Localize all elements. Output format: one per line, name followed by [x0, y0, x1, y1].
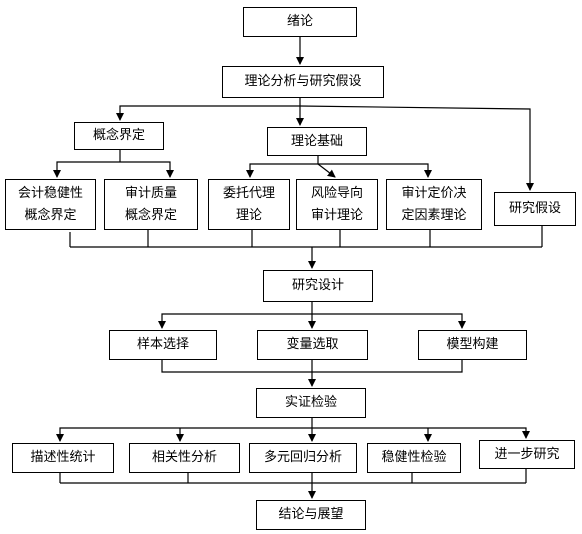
node-correlation-analysis: 相关性分析 [129, 443, 240, 473]
node-label-line1: 风险导向 [310, 185, 363, 201]
node-multiple-regression: 多元回归分析 [249, 443, 357, 473]
node-label: 研究设计 [291, 278, 344, 293]
node-label: 结论与展望 [278, 507, 344, 522]
node-research-design: 研究设计 [263, 270, 373, 302]
arrow-to-sample [158, 313, 312, 329]
arrow-to-agency [246, 163, 318, 178]
arrow-to-risk-oriented [317, 163, 336, 178]
node-label-line1: 会计稳健性 [17, 185, 83, 201]
arrow-to-descriptive [56, 427, 312, 442]
node-sample-selection: 样本选择 [109, 330, 217, 360]
node-variable-selection: 变量选取 [257, 330, 368, 360]
node-label-line1: 委托代理 [222, 185, 275, 201]
node-audit-pricing: 审计定价决 定因素理论 [386, 179, 482, 230]
node-label: 概念界定 [92, 128, 145, 143]
node-label: 理论基础 [290, 133, 343, 149]
node-hypothesis: 研究假设 [494, 192, 576, 226]
node-label: 稳健性检验 [381, 450, 447, 465]
arrow-to-further [312, 427, 530, 439]
node-label-line2: 定因素理论 [401, 207, 467, 223]
node-intro: 绪论 [243, 7, 357, 37]
node-conclusion: 结论与展望 [256, 500, 366, 530]
node-audit-quality: 审计质量 概念界定 [104, 179, 198, 230]
node-label-line2: 概念界定 [124, 207, 177, 223]
arrow-to-audit-pricing [318, 163, 432, 178]
node-descriptive-stats: 描述性统计 [12, 443, 114, 473]
node-label: 实证检验 [284, 395, 337, 410]
node-model-building: 模型构建 [418, 330, 527, 360]
node-label: 绪论 [286, 14, 313, 29]
node-concept-def: 概念界定 [74, 122, 164, 150]
node-acc-robust: 会计稳健性 概念界定 [5, 179, 96, 230]
node-theory-basis: 理论基础 [267, 127, 367, 156]
node-label: 相关性分析 [151, 450, 217, 465]
arrow-to-concept-def [116, 105, 300, 121]
node-label: 理论分析与研究假设 [244, 74, 362, 89]
node-label: 变量选取 [286, 337, 339, 352]
node-label-line1: 审计定价决 [401, 185, 467, 201]
node-agency-theory: 委托代理 理论 [208, 179, 290, 230]
node-risk-oriented: 风险导向 审计理论 [296, 179, 378, 230]
arrow-to-acc-robust [53, 161, 120, 178]
node-label: 模型构建 [446, 337, 499, 352]
node-further-research: 进一步研究 [479, 440, 575, 469]
node-label: 描述性统计 [30, 450, 96, 465]
node-label: 样本选择 [136, 337, 189, 352]
node-theory-hypothesis: 理论分析与研究假设 [222, 66, 384, 98]
node-robustness-test: 稳健性检验 [367, 443, 461, 473]
node-label-line2: 理论 [235, 207, 262, 223]
node-label-line1: 审计质量 [124, 185, 177, 201]
arrow-to-model [312, 313, 466, 329]
node-label-line2: 概念界定 [24, 207, 77, 223]
node-label: 进一步研究 [494, 446, 560, 462]
node-label: 多元回归分析 [263, 450, 342, 465]
node-label-line2: 审计理论 [310, 207, 363, 223]
arrow-to-hypothesis [299, 105, 534, 191]
node-empirical-test: 实证检验 [256, 388, 366, 418]
arrow-to-audit-quality [120, 161, 174, 178]
node-label: 研究假设 [508, 201, 561, 216]
